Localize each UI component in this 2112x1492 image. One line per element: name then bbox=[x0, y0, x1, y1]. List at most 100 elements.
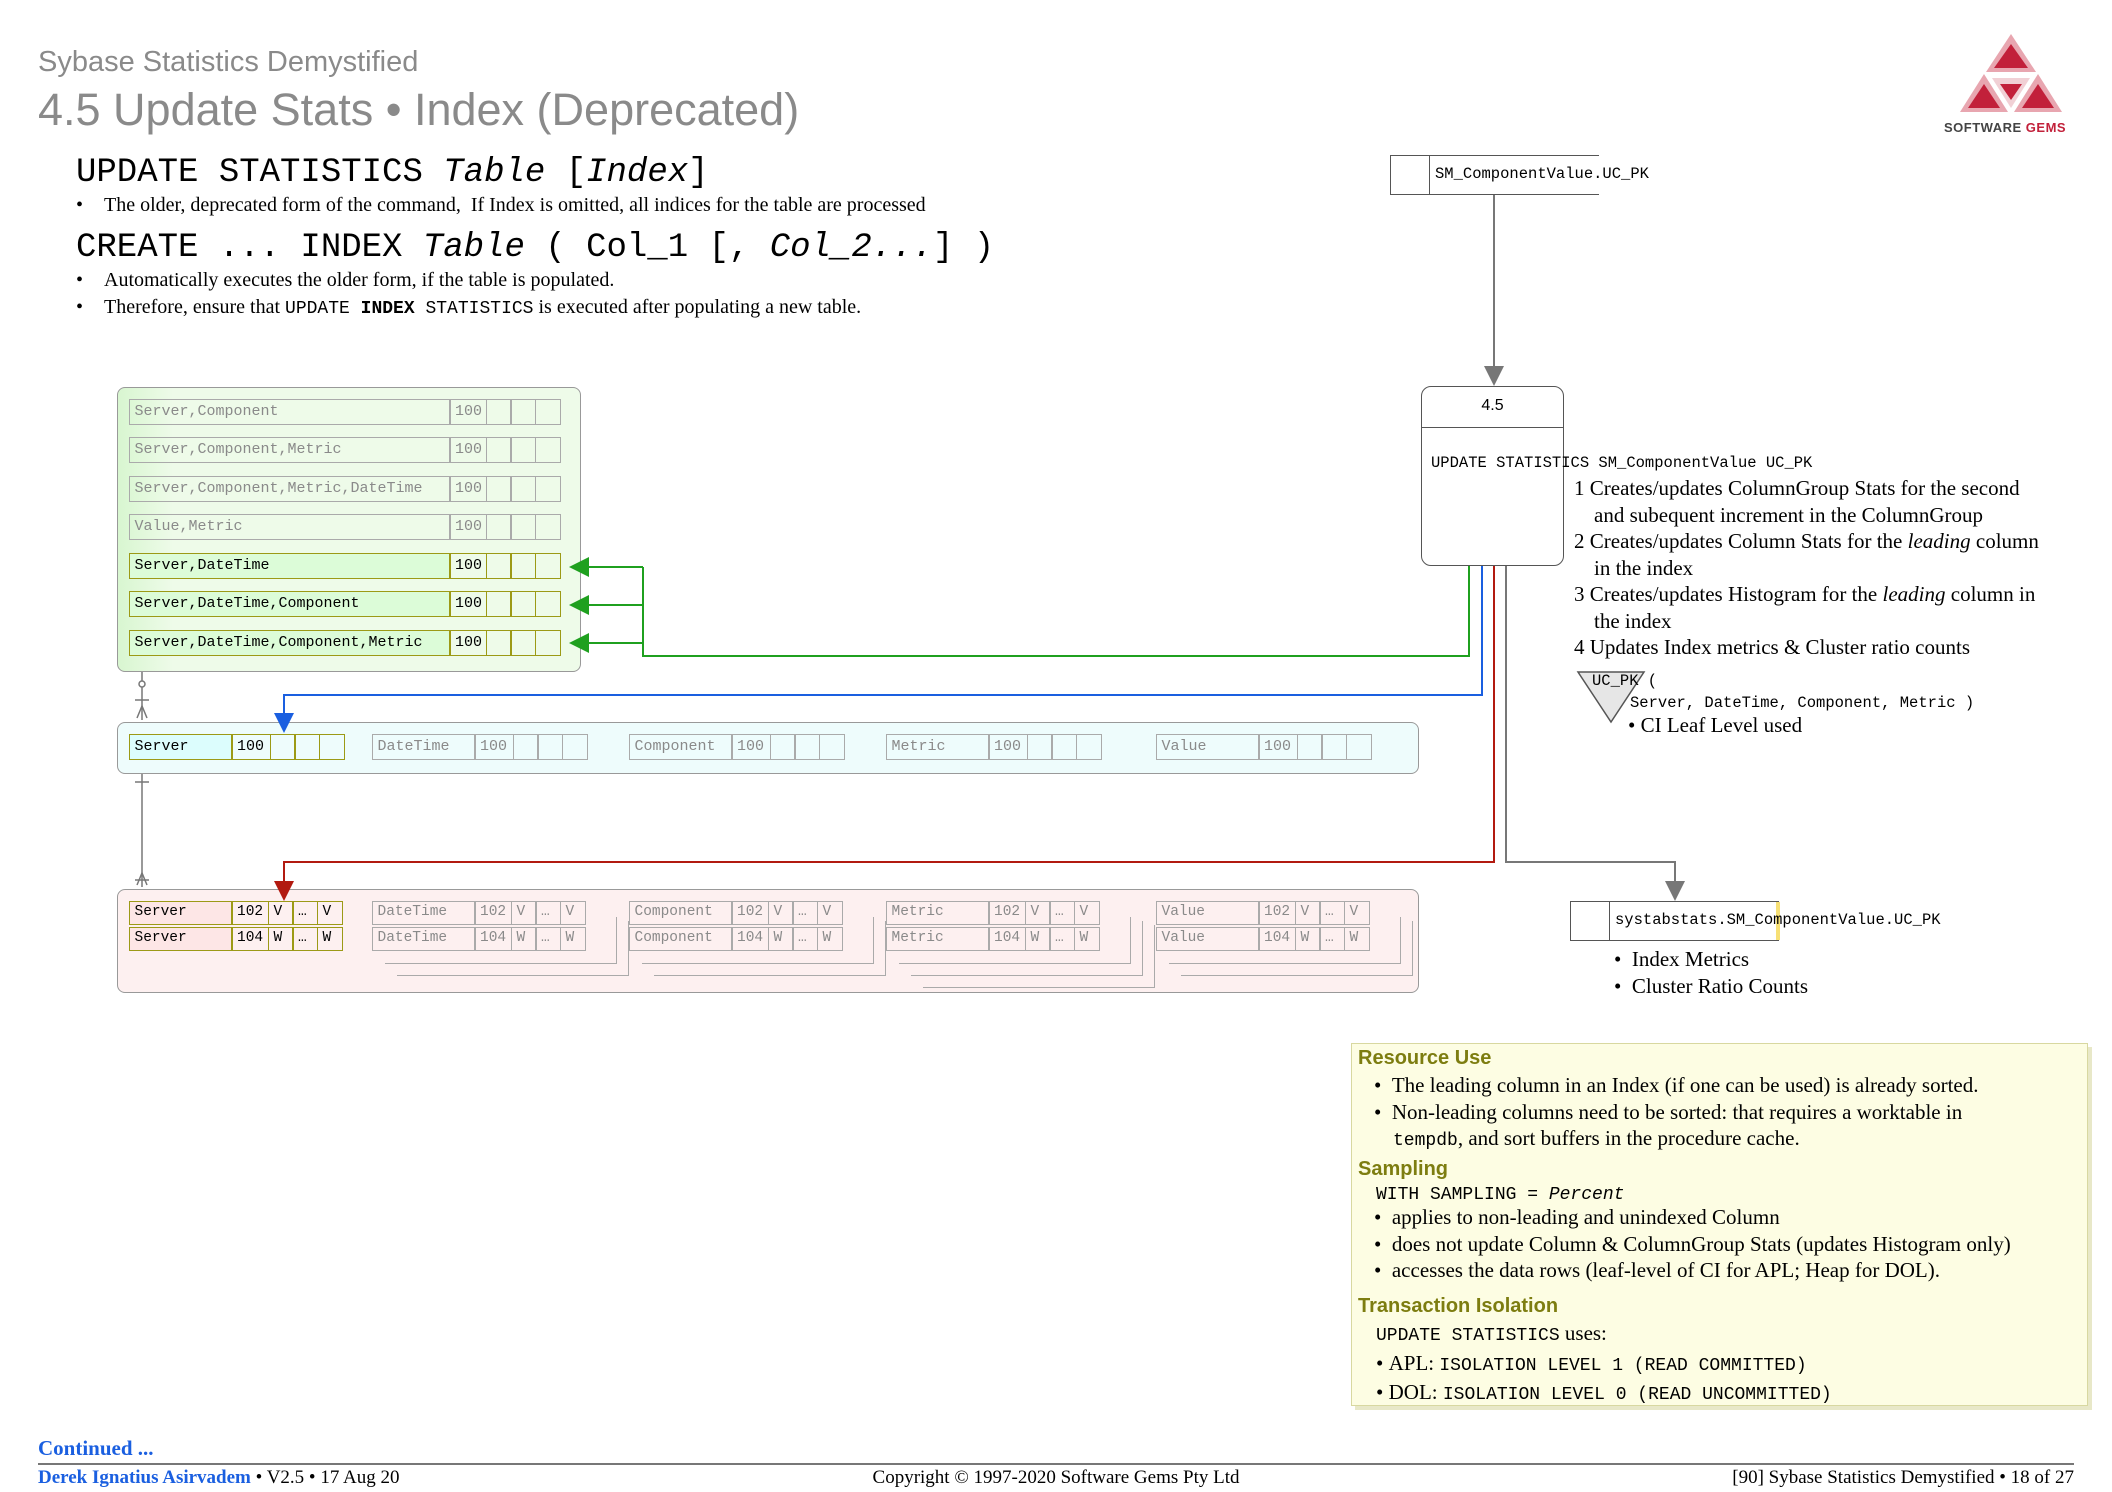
sampling-bullet-2: • does not update Column & ColumnGroup S… bbox=[1374, 1231, 2011, 1256]
systabstats-bullet-1: • Index Metrics bbox=[1614, 947, 1750, 971]
colgroup-empty-cell bbox=[485, 514, 512, 540]
column-stats-empty-cell bbox=[318, 734, 345, 760]
colgroup-stats-panel bbox=[117, 387, 581, 672]
histogram-step-cell: V bbox=[816, 901, 843, 925]
process-step-4: 4 Updates Index metrics & Cluster ratio … bbox=[1574, 635, 1970, 659]
transaction-isolation-heading: Transaction Isolation bbox=[1358, 1295, 1559, 1317]
histogram-step-cell: W bbox=[559, 927, 586, 951]
arrow-red bbox=[274, 565, 1495, 901]
resource-use-heading: Resource Use bbox=[1358, 1047, 1492, 1069]
histogram-step-cell: … bbox=[535, 901, 561, 925]
footer-copyright: Copyright © 1997-2020 Software Gems Pty … bbox=[872, 1467, 1240, 1488]
colgroup-empty-cell bbox=[485, 591, 512, 617]
software-gems-logo: SOFTWARE GEMS bbox=[1936, 32, 2086, 140]
histogram-column-name: Value bbox=[1155, 927, 1260, 951]
colgroup-empty-cell bbox=[534, 514, 561, 540]
footer-divider bbox=[38, 1463, 2074, 1465]
histogram-step-cell: V bbox=[1294, 901, 1321, 925]
footer-page: [90] Sybase Statistics Demystified • 18 … bbox=[1732, 1467, 2074, 1488]
column-stats-empty-cell bbox=[769, 734, 796, 760]
colgroup-name: Value,Metric bbox=[128, 514, 451, 540]
histogram-step-cell: … bbox=[292, 927, 318, 951]
histogram-step-cell: W bbox=[1294, 927, 1321, 951]
index-box: SM_ComponentValue.UC_PK bbox=[1390, 155, 1649, 195]
histogram-column-name: Metric bbox=[885, 927, 990, 951]
colgroup-empty-cell bbox=[510, 553, 536, 579]
histogram-step-cell: … bbox=[1319, 927, 1345, 951]
column-stats-empty-cell bbox=[1296, 734, 1323, 760]
colgroup-empty-cell bbox=[485, 476, 512, 502]
colgroup-empty-cell bbox=[485, 437, 512, 463]
continued-link[interactable]: Continued ... bbox=[38, 1436, 154, 1460]
systabstats-box: systabstats.SM_ComponentValue.UC_PK bbox=[1570, 901, 1941, 941]
histogram-step-cell: V bbox=[559, 901, 586, 925]
process-step-2-cont: in the index bbox=[1594, 555, 1694, 580]
histogram-stack-outline bbox=[911, 921, 1143, 976]
isolation-intro: UPDATE STATISTICS uses: bbox=[1376, 1321, 1607, 1346]
histogram-step-cell: … bbox=[535, 927, 561, 951]
uc-pk-triangle-icon bbox=[1576, 671, 1646, 724]
colgroup-empty-cell bbox=[534, 630, 561, 656]
colgroup-empty-cell bbox=[510, 591, 536, 617]
histogram-column-name: Server bbox=[128, 901, 233, 925]
histogram-step-cell: V bbox=[1024, 901, 1051, 925]
column-stats-empty-cell bbox=[1026, 734, 1053, 760]
histogram-column-name: Metric bbox=[885, 901, 990, 925]
colgroup-value: 100 bbox=[449, 476, 487, 502]
histogram-stack-outline bbox=[1181, 921, 1413, 976]
colgroup-name: Server,DateTime bbox=[128, 553, 451, 579]
histogram-column-name: Server bbox=[128, 927, 233, 951]
process-command: UPDATE STATISTICS SM_ComponentValue UC_P… bbox=[1431, 454, 1813, 472]
column-stats-empty-cell bbox=[561, 734, 588, 760]
colgroup-empty-cell bbox=[534, 476, 561, 502]
uc-pk-columns: Server, DateTime, Component, Metric ) bbox=[1630, 694, 1975, 712]
histogram-step-cell: … bbox=[792, 901, 818, 925]
systabstats-bullets: • Index Metrics • Cluster Ratio Counts bbox=[1614, 946, 1808, 999]
column-stats-value: 100 bbox=[988, 734, 1028, 760]
histogram-step-cell: W bbox=[767, 927, 794, 951]
systabstats-label: systabstats.SM_ComponentValue.UC_PK bbox=[1615, 911, 1941, 929]
arrow-blue bbox=[274, 565, 1483, 733]
colgroup-name: Server,DateTime,Component,Metric bbox=[128, 630, 451, 656]
colgroup-empty-cell bbox=[534, 399, 561, 425]
process-step-2: 2 Creates/updates Column Stats for the l… bbox=[1574, 529, 2039, 553]
histogram-step-cell: V bbox=[767, 901, 794, 925]
colgroup-value: 100 bbox=[449, 591, 487, 617]
histogram-stack-outline bbox=[899, 917, 1131, 964]
histogram-step-cell: V bbox=[267, 901, 294, 925]
uc-pk-label: UC_PK ( bbox=[1592, 672, 1658, 690]
column-stats-name: Metric bbox=[885, 734, 990, 760]
column-stats-name: Component bbox=[628, 734, 733, 760]
histogram-step-cell: 102 bbox=[231, 901, 269, 925]
column-stats-empty-cell bbox=[1051, 734, 1077, 760]
resource-use-bullets: • The leading column in an Index (if one… bbox=[1374, 1072, 1979, 1155]
column-stats-empty-cell bbox=[537, 734, 563, 760]
histogram-stack-outline bbox=[385, 917, 617, 964]
histogram-step-cell: W bbox=[316, 927, 343, 951]
histogram-step-cell: 104 bbox=[988, 927, 1026, 951]
sampling-bullets: • applies to non-leading and unindexed C… bbox=[1374, 1204, 2011, 1284]
isolation-dol: • DOL: ISOLATION LEVEL 0 (READ UNCOMMITT… bbox=[1376, 1380, 1832, 1405]
column-stats-empty-cell bbox=[1345, 734, 1372, 760]
histogram-step-cell: W bbox=[510, 927, 537, 951]
arrow-gray-systabstats bbox=[1505, 565, 1685, 901]
syntax-bullet-3: •Therefore, ensure that UPDATE INDEX STA… bbox=[76, 296, 862, 319]
colgroup-value: 100 bbox=[449, 553, 487, 579]
process-number: 4.5 bbox=[1481, 397, 1504, 414]
column-stats-empty-cell bbox=[1075, 734, 1102, 760]
histogram-step-cell: V bbox=[316, 901, 343, 925]
histogram-step-cell: 104 bbox=[231, 927, 269, 951]
histogram-step-cell: 102 bbox=[988, 901, 1026, 925]
page-title: 4.5 Update Stats • Index (Deprecated) bbox=[38, 84, 800, 135]
process-box[interactable]: 4.5 bbox=[1421, 386, 1564, 566]
